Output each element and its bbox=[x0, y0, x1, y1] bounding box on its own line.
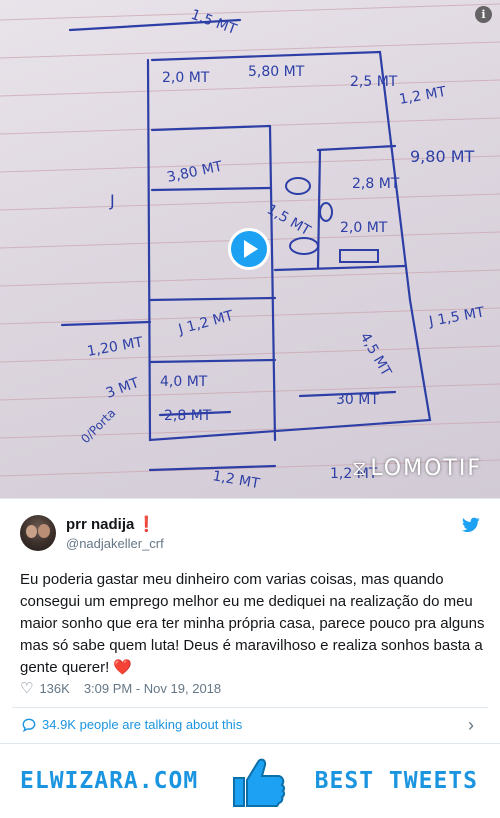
dim-label: 3 MT bbox=[104, 375, 142, 402]
speech-bubble-icon bbox=[22, 718, 36, 732]
talking-count: 34.9K people are talking about this bbox=[42, 717, 243, 732]
dim-label: 1,5 MT bbox=[189, 7, 239, 38]
author-name[interactable]: prr nadija❗ bbox=[66, 516, 157, 533]
dim-label: 4,5 MT bbox=[357, 330, 395, 379]
avatar[interactable] bbox=[20, 515, 56, 551]
footer-banner: ELWIZARA.COM BEST TWEETS bbox=[0, 743, 500, 818]
heart-outline-icon[interactable]: ♡ bbox=[20, 680, 34, 697]
chevron-right-icon: › bbox=[468, 715, 474, 735]
dim-label: 2,8 MT bbox=[164, 408, 212, 424]
author-handle[interactable]: @nadjakeller_crf bbox=[66, 536, 164, 551]
tweet-meta: ♡ 136K 3:09 PM - Nov 19, 2018 bbox=[20, 679, 221, 697]
floor-plan-sketch: 1,5 MT 2,0 MT 5,80 MT 2,5 MT 1,2 MT 3,80… bbox=[0, 3, 500, 492]
dim-label: J 1,2 MT bbox=[176, 308, 236, 338]
dim-label: J bbox=[109, 191, 115, 210]
dim-label: 2,0 MT bbox=[340, 220, 388, 236]
tweet-card: prr nadija❗ @nadjakeller_crf Eu poderia … bbox=[0, 498, 500, 743]
dim-label: 1,2 MT bbox=[330, 466, 378, 482]
dim-label: 1,20 MT bbox=[86, 334, 145, 360]
info-icon[interactable]: i bbox=[475, 6, 492, 23]
dim-label: 1,2 MT bbox=[398, 84, 448, 108]
tweet-timestamp[interactable]: 3:09 PM - Nov 19, 2018 bbox=[83, 680, 222, 696]
tweet-media-video[interactable]: 1,5 MT 2,0 MT 5,80 MT 2,5 MT 1,2 MT 3,80… bbox=[0, 0, 500, 498]
twitter-bird-icon[interactable] bbox=[462, 517, 480, 533]
dim-label: 30 MT bbox=[336, 392, 379, 408]
dim-label: 2,0 MT bbox=[162, 70, 210, 86]
tweet-text: Eu poderia gastar meu dinheiro com varia… bbox=[20, 571, 485, 676]
dim-label: 4,0 MT bbox=[160, 374, 208, 390]
dim-label: 3,80 MT bbox=[166, 158, 225, 185]
conversation-link[interactable]: 34.9K people are talking about this › bbox=[12, 707, 488, 741]
play-button[interactable] bbox=[228, 228, 270, 270]
dim-label: 0/Porta bbox=[78, 406, 118, 446]
like-count[interactable]: 136K bbox=[39, 680, 70, 696]
heart-emoji: ❤️ bbox=[113, 659, 133, 676]
lomotif-watermark: ⧖LOMOTIF bbox=[352, 456, 482, 481]
lomotif-logo-icon: ⧖ bbox=[352, 456, 369, 480]
best-tweets-label: BEST TWEETS bbox=[314, 768, 478, 794]
dim-label: 1,2 MT bbox=[211, 468, 261, 492]
dim-label: 2,5 MT bbox=[350, 74, 398, 90]
thumbs-up-icon bbox=[233, 758, 286, 807]
dim-label: J 1,5 MT bbox=[427, 304, 486, 330]
dim-label: 5,80 MT bbox=[248, 64, 305, 80]
dim-label: 2,8 MT bbox=[352, 176, 400, 192]
name-emoji: ❗ bbox=[137, 516, 157, 533]
play-icon bbox=[244, 240, 258, 258]
site-name[interactable]: ELWIZARA.COM bbox=[20, 768, 199, 794]
dim-label: 9,80 MT bbox=[410, 147, 475, 166]
